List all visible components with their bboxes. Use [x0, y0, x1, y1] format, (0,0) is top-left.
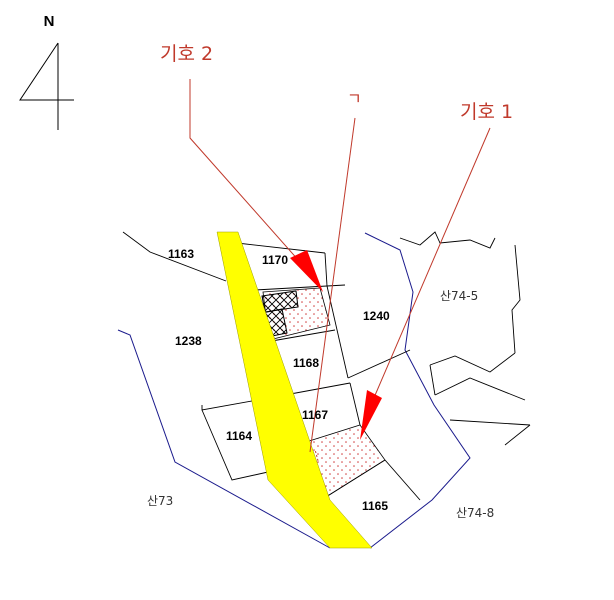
- hill-ridge-2: [429, 352, 516, 373]
- parcel-1168-bottom: [265, 329, 336, 343]
- area-label-san73: 산73: [147, 494, 173, 508]
- north-arrow-symbol: [19, 42, 74, 130]
- parcel-label-1238: 1238: [175, 334, 202, 348]
- parcel-label-1170: 1170: [262, 253, 288, 267]
- parcel-label-1165: 1165: [362, 499, 388, 513]
- parcel-1167-right: [349, 382, 361, 426]
- arrow-symbol-1: [360, 390, 382, 440]
- parcel-1240-left: [326, 284, 346, 287]
- symbol-label-2: 기호 2: [160, 43, 213, 65]
- north-arrow: N: [19, 13, 74, 130]
- leader-symbol-2: [189, 79, 301, 263]
- parcel-label-1163: 1163: [168, 247, 194, 261]
- corner-mark-label: ㄱ: [347, 89, 362, 108]
- parcel-label-1164: 1164: [226, 429, 252, 443]
- yellow-road: [216, 231, 373, 549]
- leader-symbol-1: [372, 127, 491, 401]
- arrow-symbol-2: [290, 250, 323, 292]
- parcel-1170-right: [324, 252, 328, 287]
- boundary-right: [364, 232, 471, 549]
- leader-lines: [189, 79, 491, 453]
- parcel-label-1168: 1168: [293, 356, 319, 370]
- blue-boundaries: [117, 232, 471, 549]
- hill-ridge-4: [429, 364, 436, 396]
- parcel-1165-right: [384, 459, 421, 501]
- parcel-1240-lower: [347, 349, 411, 379]
- hill-edge-right: [504, 424, 531, 446]
- area-label-san74-5: 산74-5: [440, 289, 478, 303]
- parcel-label-1240: 1240: [363, 309, 390, 323]
- leader-corner-mark: [309, 117, 356, 453]
- hill-ridge-5: [449, 419, 531, 426]
- hill-ridge-1: [399, 231, 496, 249]
- north-label: N: [44, 13, 55, 30]
- parcel-1163-top: [122, 231, 227, 282]
- hill-ridge-3: [434, 377, 526, 401]
- area-label-san74-8: 산74-8: [456, 506, 494, 520]
- boundary-left: [117, 329, 331, 549]
- parcel-1164-left: [201, 409, 269, 481]
- building-hatch-upper: [261, 290, 299, 313]
- parcel-1167-top: [201, 382, 351, 411]
- parcel-1240-right: [511, 244, 521, 354]
- parcel-1170-top: [236, 242, 326, 254]
- parcel-block-top: [254, 285, 328, 291]
- parcel-label-1167: 1167: [302, 408, 328, 422]
- symbol-label-1: 기호 1: [460, 101, 513, 123]
